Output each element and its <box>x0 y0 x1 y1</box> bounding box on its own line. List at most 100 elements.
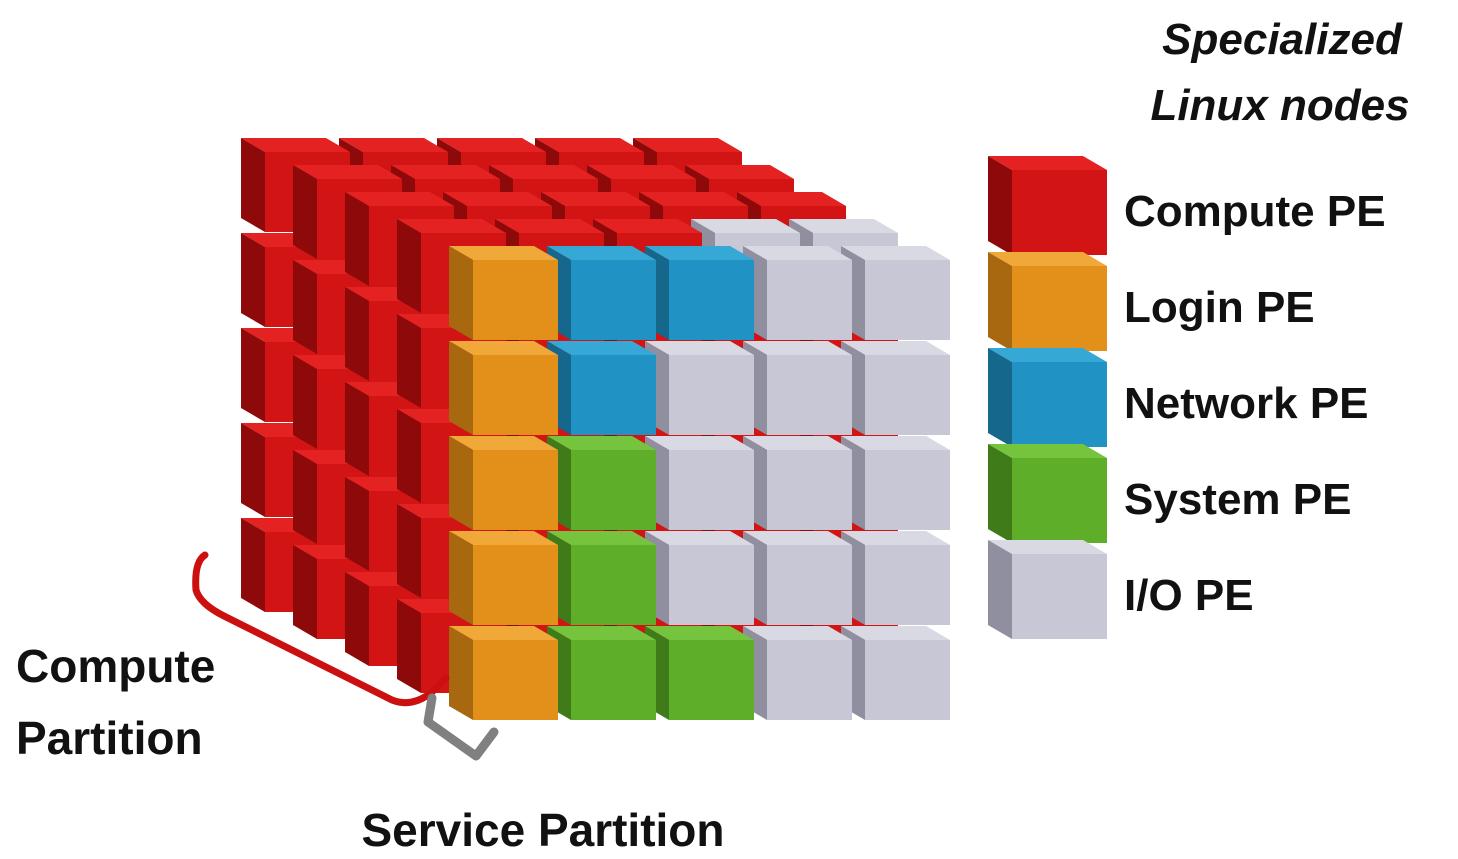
block-top-face <box>437 138 546 152</box>
block-front-face <box>767 545 852 625</box>
compute-partition-bracket <box>192 551 450 707</box>
block-side-face <box>988 444 1012 543</box>
block-top-face <box>339 138 448 152</box>
block-side-face <box>241 138 265 232</box>
block-side-face <box>397 599 421 693</box>
block-top-face <box>645 246 754 260</box>
cube-block-login <box>449 626 558 720</box>
cube-block-network <box>547 341 656 435</box>
block-side-face <box>293 260 317 354</box>
block-top-face <box>743 436 852 450</box>
block-top-face <box>391 165 500 179</box>
cube-block-io <box>841 246 950 340</box>
cube-block-io <box>645 531 754 625</box>
block-side-face <box>988 540 1012 639</box>
cube-block-network <box>547 246 656 340</box>
block-top-face <box>547 531 656 545</box>
block-top-face <box>489 165 598 179</box>
block-top-face <box>789 219 898 233</box>
cube-block-login <box>449 436 558 530</box>
legend-label-compute: Compute PE <box>1124 187 1386 236</box>
block-top-face <box>645 626 754 640</box>
block-front-face <box>669 450 754 530</box>
block-top-face <box>547 626 656 640</box>
block-top-face <box>541 192 650 206</box>
block-top-face <box>841 626 950 640</box>
legend-swatch-compute-icon <box>988 156 1107 255</box>
block-front-face <box>865 355 950 435</box>
block-top-face <box>547 246 656 260</box>
block-top-face <box>743 246 852 260</box>
block-front-face <box>767 450 852 530</box>
legend-label-network: Network PE <box>1124 379 1369 428</box>
block-front-face <box>571 640 656 720</box>
block-front-face <box>767 640 852 720</box>
block-top-face <box>691 219 800 233</box>
cube-block-io <box>841 531 950 625</box>
block-top-face <box>449 436 558 450</box>
block-side-face <box>449 436 473 530</box>
block-front-face <box>571 450 656 530</box>
block-front-face <box>1012 266 1107 351</box>
cube-block-io <box>841 626 950 720</box>
block-side-face <box>988 348 1012 447</box>
cube-block-io <box>645 341 754 435</box>
block-side-face <box>449 341 473 435</box>
cube-block-io <box>841 341 950 435</box>
block-side-face <box>397 219 421 313</box>
block-front-face <box>473 640 558 720</box>
cube-block-system <box>547 531 656 625</box>
block-top-face <box>535 138 644 152</box>
block-top-face <box>737 192 846 206</box>
cube-block-io <box>841 436 950 530</box>
block-front-face <box>473 545 558 625</box>
block-top-face <box>988 348 1107 362</box>
block-top-face <box>593 219 702 233</box>
block-front-face <box>571 260 656 340</box>
cube-block-io <box>743 341 852 435</box>
block-side-face <box>988 156 1012 255</box>
block-front-face <box>1012 362 1107 447</box>
block-top-face <box>988 444 1107 458</box>
block-top-face <box>988 252 1107 266</box>
block-top-face <box>841 246 950 260</box>
block-side-face <box>345 572 369 666</box>
block-top-face <box>645 341 754 355</box>
block-top-face <box>443 192 552 206</box>
compute-partition-label-line1: Compute <box>16 640 215 692</box>
legend-label-login: Login PE <box>1124 283 1315 332</box>
legend-label-io: I/O PE <box>1124 571 1254 620</box>
block-side-face <box>241 328 265 422</box>
block-top-face <box>449 341 558 355</box>
block-top-face <box>587 165 696 179</box>
block-side-face <box>293 450 317 544</box>
block-side-face <box>345 192 369 286</box>
legend-swatch-io-icon <box>988 540 1107 639</box>
block-front-face <box>865 260 950 340</box>
legend-swatch-login-icon <box>988 252 1107 351</box>
block-side-face <box>345 287 369 381</box>
block-top-face <box>547 341 656 355</box>
block-front-face <box>669 355 754 435</box>
block-top-face <box>397 219 506 233</box>
block-top-face <box>841 531 950 545</box>
block-side-face <box>293 355 317 449</box>
legend-item-io: I/O PE <box>988 540 1254 639</box>
block-front-face <box>767 355 852 435</box>
legend-item-login: Login PE <box>988 252 1315 351</box>
block-top-face <box>988 540 1107 554</box>
block-side-face <box>241 423 265 517</box>
block-top-face <box>241 138 350 152</box>
block-top-face <box>743 341 852 355</box>
block-top-face <box>988 156 1107 170</box>
legend-title-line1: Specialized <box>1162 15 1403 64</box>
cube-block-network <box>645 246 754 340</box>
block-front-face <box>669 260 754 340</box>
block-front-face <box>865 640 950 720</box>
block-top-face <box>293 165 402 179</box>
block-front-face <box>669 640 754 720</box>
block-side-face <box>397 314 421 408</box>
block-front-face <box>473 450 558 530</box>
block-side-face <box>449 626 473 720</box>
